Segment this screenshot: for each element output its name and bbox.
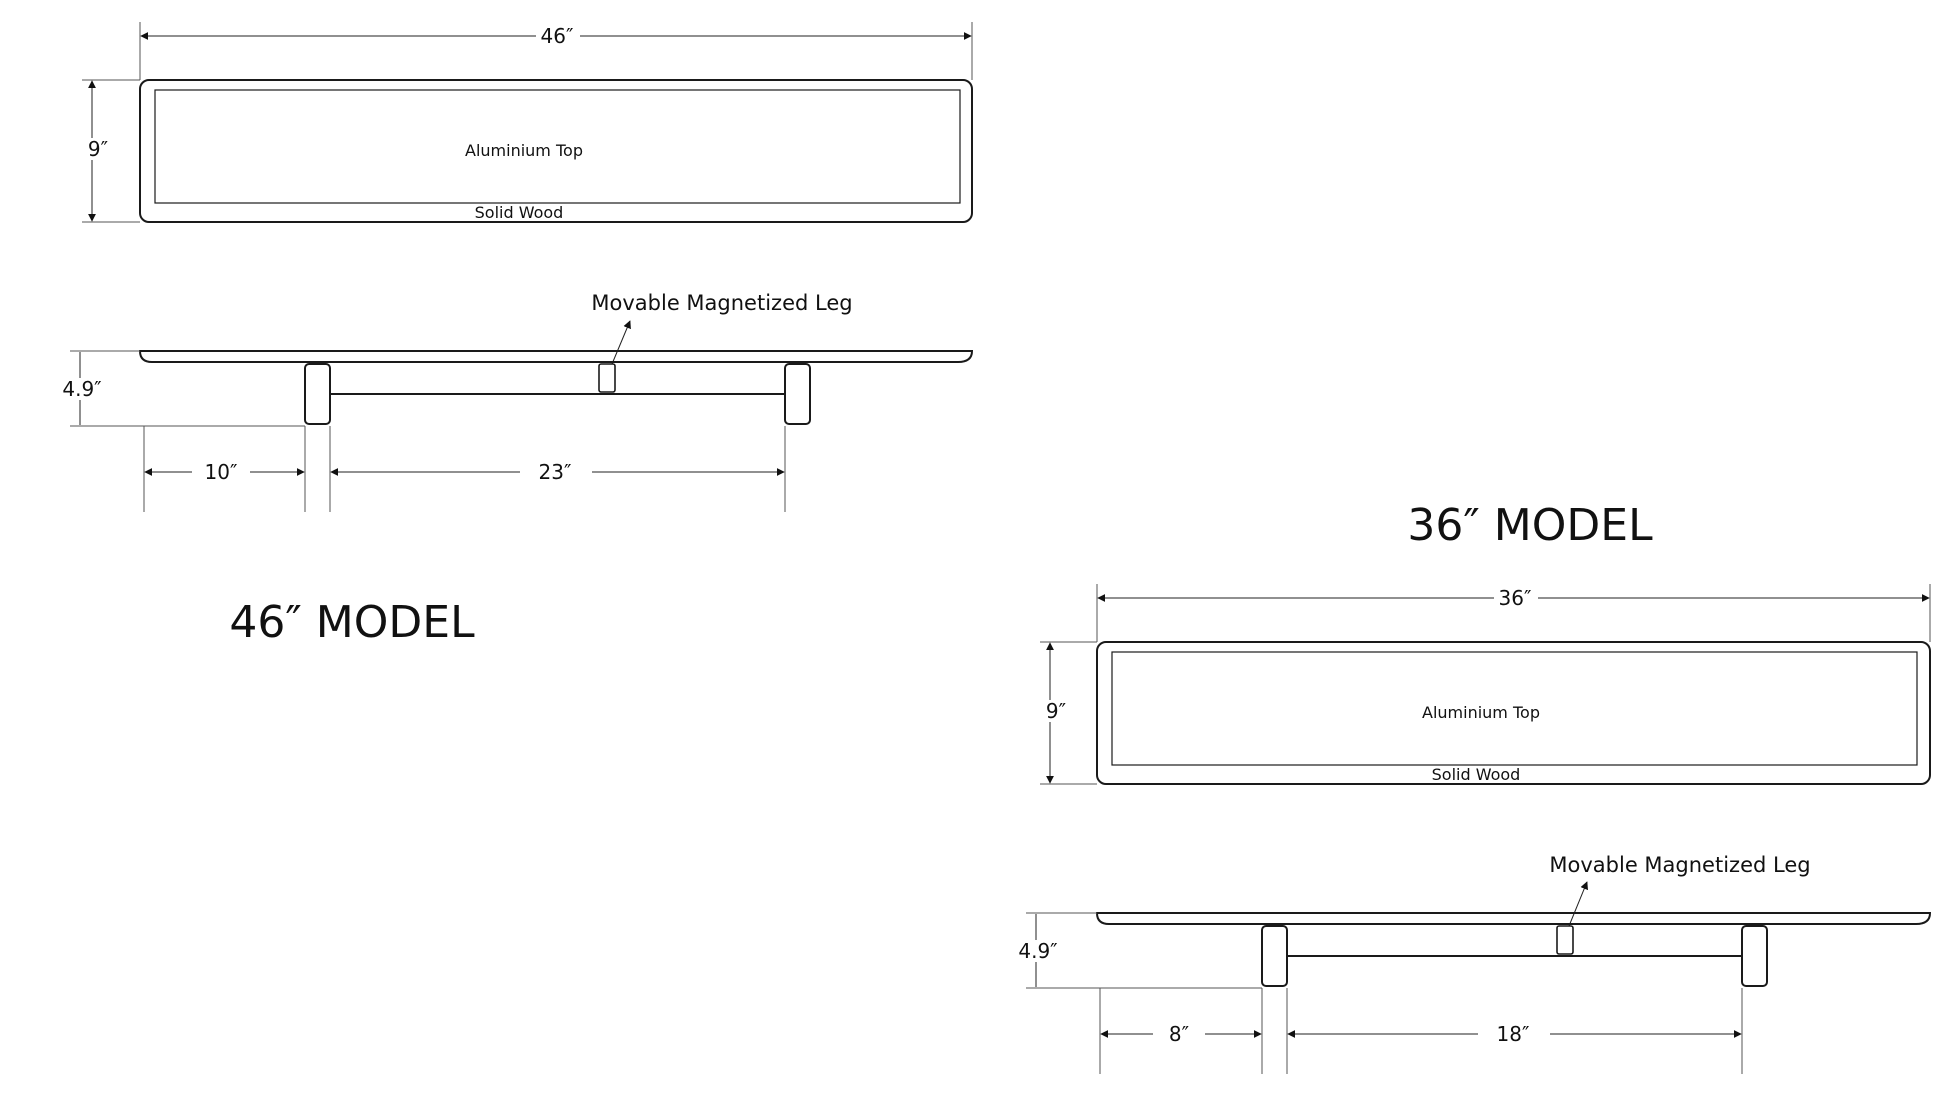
aluminium-top-label: Aluminium Top: [1422, 703, 1540, 722]
leg-left: [1261, 925, 1288, 987]
depth-label: 9″: [88, 137, 108, 161]
model-36: 36″ MODEL 36″ 9″ Aluminium Top Solid Woo…: [1018, 500, 1932, 1074]
callout-arrow: [611, 320, 631, 365]
width-label: 36″: [1499, 586, 1532, 610]
aluminium-top-inset: [1111, 651, 1918, 766]
offset-label: 8″: [1169, 1022, 1189, 1046]
shelf-board-side: [138, 350, 974, 363]
model-title: 36″ MODEL: [1407, 500, 1653, 551]
span-label: 23″: [539, 460, 572, 484]
leg-right: [1741, 925, 1768, 987]
shelf-board-side: [1095, 912, 1932, 925]
callout-arrow: [1568, 881, 1588, 927]
height-label: 4.9″: [62, 377, 101, 401]
callout-label: Movable Magnetized Leg: [591, 291, 852, 315]
width-label: 46″: [541, 24, 574, 48]
model-46: 46″ 9″ Aluminium Top Solid Wood Movable …: [62, 22, 974, 648]
magnetized-leg: [598, 363, 616, 393]
side-view-36: Movable Magnetized Leg 4.9″ 8″ 18″: [1018, 853, 1932, 1074]
side-view-46: Movable Magnetized Leg 4.9″ 10: [62, 291, 974, 512]
model-title: 46″ MODEL: [229, 597, 475, 648]
magnetized-leg: [1556, 925, 1574, 955]
aluminium-top-label: Aluminium Top: [465, 141, 583, 160]
height-label: 4.9″: [1018, 939, 1057, 963]
depth-label: 9″: [1046, 699, 1066, 723]
leg-left: [304, 363, 331, 425]
solid-wood-label: Solid Wood: [1432, 765, 1521, 784]
offset-label: 10″: [205, 460, 238, 484]
leg-right: [784, 363, 811, 425]
top-view-46: 46″ 9″ Aluminium Top Solid Wood: [82, 22, 973, 223]
solid-wood-outline: [1096, 641, 1931, 785]
callout-label: Movable Magnetized Leg: [1549, 853, 1810, 877]
solid-wood-label: Solid Wood: [475, 203, 564, 222]
aluminium-top-inset: [154, 89, 961, 204]
span-label: 18″: [1497, 1022, 1530, 1046]
top-view-36: 36″ 9″ Aluminium Top Solid Wood: [1040, 584, 1931, 785]
solid-wood-outline: [139, 79, 973, 223]
